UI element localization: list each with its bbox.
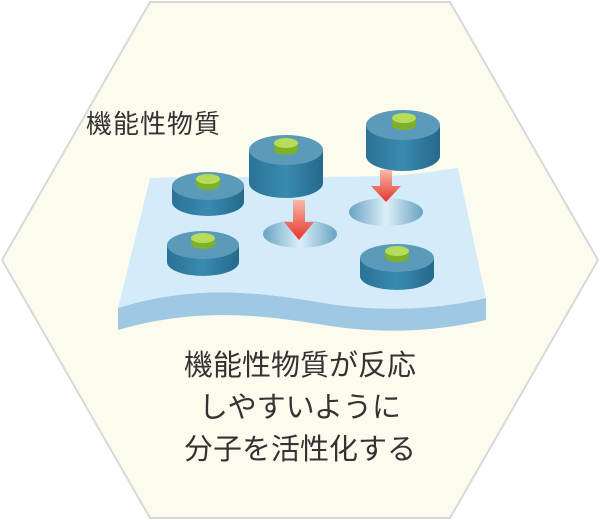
caption-line-3: 分子を活性化する bbox=[183, 432, 416, 466]
functional-material-label: 機能性物質 bbox=[86, 110, 222, 140]
molecule-pellet-icon bbox=[191, 113, 416, 262]
caption-line-2: しやすいように bbox=[198, 390, 402, 424]
caption: 機能性物質が反応 しやすいように 分子を活性化する bbox=[150, 344, 450, 470]
down-arrow-icon bbox=[284, 170, 401, 240]
caption-line-1: 機能性物質が反応 bbox=[183, 348, 416, 382]
surface-edge bbox=[118, 292, 486, 331]
